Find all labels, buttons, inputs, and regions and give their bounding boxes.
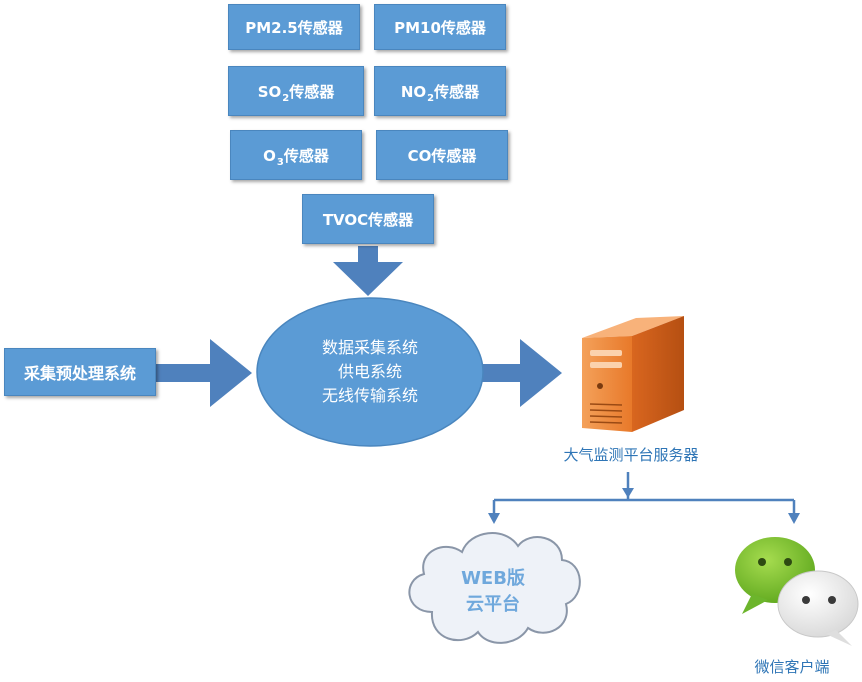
arrowhead-server: [622, 488, 634, 498]
so2-sensor-box: SO2传感器: [228, 66, 364, 116]
cloud-line-1: WEB版: [461, 568, 525, 589]
no2-sensor-box: NO2传感器: [374, 66, 506, 116]
cloud-icon: [408, 532, 581, 644]
branch-connector: [492, 472, 796, 515]
o3-sensor-label: O3传感器: [263, 146, 329, 168]
right-arrow-left: [156, 339, 252, 407]
core-ellipse: [256, 297, 484, 447]
arrowhead-cloud: [488, 513, 500, 524]
o3-sensor-box: O3传感器: [230, 130, 362, 180]
core-line-3: 无线传输系统: [321, 386, 418, 405]
pm25-sensor-label: PM2.5传感器: [245, 18, 343, 37]
wechat-icon: [735, 537, 859, 646]
pm10-sensor-box: PM10传感器: [374, 4, 506, 50]
server-label: 大气监测平台服务器: [563, 446, 699, 464]
wechat-label: 微信客户端: [754, 658, 830, 676]
arrowhead-wechat: [788, 513, 800, 524]
cloud-text: WEB版 云平台: [438, 566, 548, 618]
server-icon: [582, 316, 684, 432]
core-line-1: 数据采集系统: [321, 338, 418, 357]
preprocess-box: 采集预处理系统: [4, 348, 156, 396]
core-text: 数据采集系统 供电系统 无线传输系统: [270, 336, 470, 408]
down-arrow: [333, 246, 403, 296]
tvoc-sensor-box: TVOC传感器: [302, 194, 434, 244]
core-line-2: 供电系统: [337, 362, 402, 381]
right-arrow-right: [480, 339, 562, 407]
no2-sensor-label: NO2传感器: [400, 82, 480, 104]
co-sensor-box: CO传感器: [376, 130, 508, 180]
so2-sensor-label: SO2传感器: [257, 82, 335, 104]
cloud-line-2: 云平台: [466, 594, 520, 615]
pm10-sensor-label: PM10传感器: [394, 18, 486, 37]
tvoc-sensor-label: TVOC传感器: [322, 210, 414, 229]
co-sensor-label: CO传感器: [407, 146, 477, 165]
preprocess-label: 采集预处理系统: [23, 364, 136, 383]
pm25-sensor-box: PM2.5传感器: [228, 4, 360, 50]
